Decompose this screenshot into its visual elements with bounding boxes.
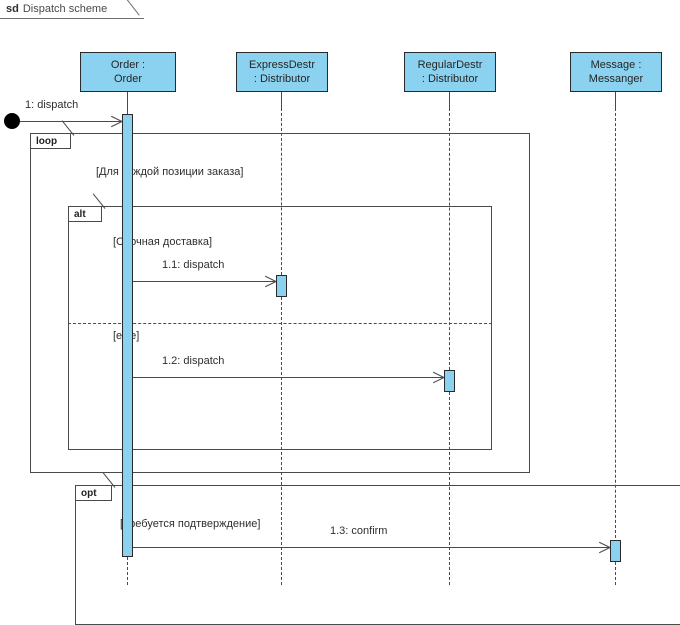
message-arrowhead-1-3 <box>598 542 609 553</box>
lifeline-type-expressdestr: : Distributor <box>253 73 311 85</box>
fragment-loop-operator: loop <box>31 134 71 149</box>
lifeline-type-messenger: Messanger <box>588 73 644 85</box>
fragment-alt-guard: [Срочная доставка] <box>113 236 213 248</box>
diagram-frame-notch <box>130 0 144 19</box>
lifeline-type-order: Order <box>113 73 143 85</box>
lifeline-stem-expressdestr-lower <box>281 297 282 585</box>
message-label-1-3: 1.3: confirm <box>330 525 388 537</box>
message-line-1-3[interactable] <box>133 547 610 548</box>
lifeline-name-expressdestr: ExpressDestr <box>248 59 316 71</box>
fragment-loop-guard: [Для каждой позиции заказа] <box>96 166 244 178</box>
lifeline-stem-messenger-lower <box>615 562 616 585</box>
activation-expressdestr[interactable] <box>276 275 287 297</box>
message-label-1-2: 1.2: dispatch <box>162 355 225 367</box>
message-line-1-2[interactable] <box>133 377 444 378</box>
lifeline-name-regulardestr: RegularDestr <box>417 59 483 71</box>
fragment-loop[interactable] <box>30 133 530 473</box>
lifeline-stem-regulardestr <box>449 108 450 370</box>
lifeline-head-regulardestr[interactable]: RegularDestr : Distributor <box>404 52 496 92</box>
lifeline-type-regulardestr: : Distributor <box>421 73 479 85</box>
lifeline-stem-expressdestr <box>281 108 282 275</box>
lifeline-head-messenger[interactable]: Message : Messanger <box>570 52 662 92</box>
fragment-alt-operator: alt <box>69 207 102 222</box>
lifeline-stem-order-top <box>127 92 128 114</box>
lifeline-stem-regulardestr-top <box>449 92 450 108</box>
fragment-opt-operator: opt <box>76 486 112 501</box>
lifeline-name-messenger: Message : <box>590 59 642 71</box>
lifeline-stem-order-bottom <box>127 557 128 585</box>
fragment-alt-divider <box>68 323 492 324</box>
lifeline-stem-expressdestr-top <box>281 92 282 108</box>
diagram-kind-label: sd <box>6 3 19 15</box>
lifeline-head-order[interactable]: Order : Order <box>80 52 176 92</box>
message-arrowhead-1 <box>110 116 121 127</box>
fragment-opt-guard: [Требуется подтверждение] <box>120 518 261 530</box>
lifeline-name-order: Order : <box>110 59 146 71</box>
fragment-opt[interactable] <box>75 485 680 625</box>
lifeline-stem-messenger-top <box>615 92 616 108</box>
lifeline-stem-regulardestr-lower <box>449 392 450 585</box>
message-label-1: 1: dispatch <box>25 99 79 111</box>
activation-messenger[interactable] <box>610 540 621 562</box>
diagram-title: Dispatch scheme <box>22 3 108 15</box>
message-arrowhead-1-2 <box>432 372 443 383</box>
message-label-1-1: 1.1: dispatch <box>162 259 225 271</box>
found-message-origin <box>4 113 20 129</box>
lifeline-stem-messenger <box>615 108 616 538</box>
diagram-frame-tab: sd Dispatch scheme <box>0 0 130 19</box>
fragment-alt[interactable] <box>68 206 492 450</box>
message-line-1-1[interactable] <box>133 281 276 282</box>
sequence-diagram-canvas: sd Dispatch scheme Order : Order Express… <box>0 0 680 585</box>
message-arrowhead-1-1 <box>264 276 275 287</box>
lifeline-head-expressdestr[interactable]: ExpressDestr : Distributor <box>236 52 328 92</box>
message-line-1[interactable] <box>20 121 122 122</box>
activation-order[interactable] <box>122 114 133 557</box>
activation-regulardestr[interactable] <box>444 370 455 392</box>
